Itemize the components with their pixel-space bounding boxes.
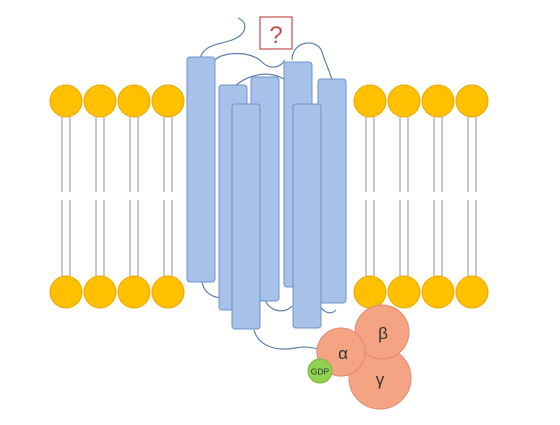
extracellular-loop-2	[291, 42, 333, 81]
lipid-head-inner-left-0	[49, 275, 83, 309]
lipid-head-inner-right-3	[455, 275, 489, 309]
lipid-head-outer-left-1	[83, 84, 117, 118]
lipid-head-outer-left-3	[151, 84, 185, 118]
gdp-molecule	[307, 358, 333, 384]
lipid-head-outer-right-3	[455, 84, 489, 118]
transmembrane-helix-1	[186, 56, 216, 283]
extracellular-loop-1	[214, 52, 286, 68]
lipid-head-inner-left-2	[117, 275, 151, 309]
lipid-head-outer-right-0	[353, 84, 387, 118]
n-terminus-loop	[199, 17, 246, 59]
lipid-bilayer-left	[49, 84, 185, 309]
intracellular-loop-2	[264, 299, 293, 312]
gdp-label: GDP	[311, 367, 330, 377]
g-alpha-label: α	[338, 344, 348, 363]
transmembrane-helices	[186, 56, 347, 330]
lipid-head-outer-left-0	[49, 84, 83, 118]
lipid-head-inner-right-0	[353, 275, 387, 309]
transmembrane-helix-6	[231, 103, 261, 330]
g-protein: α β γ GDP	[307, 304, 412, 410]
lipid-head-inner-right-1	[387, 275, 421, 309]
lipid-head-outer-right-2	[421, 84, 455, 118]
transmembrane-helix-5	[317, 78, 347, 304]
g-beta-label: β	[378, 324, 388, 343]
lipid-head-inner-right-2	[421, 275, 455, 309]
lipid-bilayer-right	[353, 84, 489, 309]
lipid-head-outer-right-1	[387, 84, 421, 118]
lipid-head-inner-left-3	[151, 275, 185, 309]
lipid-head-outer-left-2	[117, 84, 151, 118]
receptor-loops	[199, 17, 337, 353]
lipid-head-inner-left-1	[83, 275, 117, 309]
g-gamma-label: γ	[376, 370, 385, 389]
transmembrane-helix-7	[292, 103, 322, 329]
question-mark-icon: ?	[269, 22, 282, 49]
unknown-ligand-box: ?	[259, 16, 293, 50]
